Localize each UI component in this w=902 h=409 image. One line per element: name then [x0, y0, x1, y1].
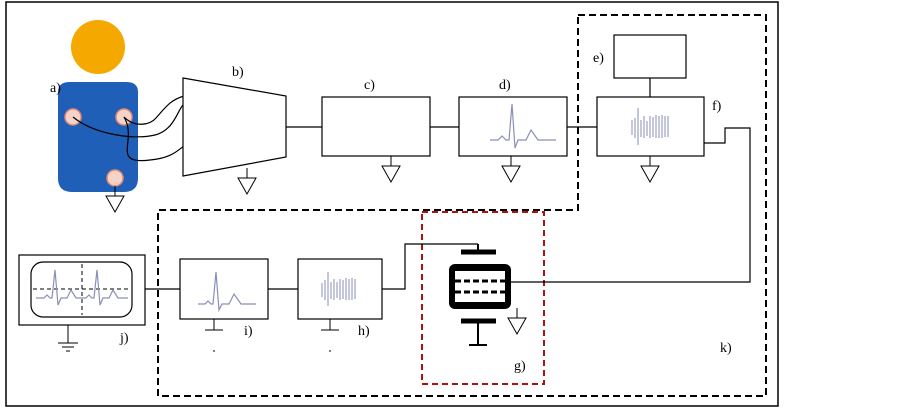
oscilloscope-icon: [18, 254, 146, 326]
ground-icon: [237, 167, 257, 195]
outer-frame: [5, 1, 779, 407]
ecg-waveform-icon: [198, 271, 256, 313]
ground-icon: [321, 319, 339, 352]
amplifier-icon: [182, 77, 287, 177]
filter-block: [321, 96, 431, 157]
label-g: g): [514, 359, 526, 374]
ground-icon: [205, 319, 223, 352]
ecg-waveform-icon: [36, 269, 128, 306]
modulated-signal-icon: [631, 108, 669, 145]
lead-wire: [72, 103, 185, 138]
capacitor-plate-icon: [449, 244, 511, 346]
transmission-wire: [544, 127, 751, 283]
ground-icon: [381, 155, 401, 183]
label-f: f): [712, 99, 722, 114]
oscillator-block: [613, 34, 687, 79]
ecg-waveform-icon: [490, 103, 556, 149]
electrode-icon: [106, 169, 124, 187]
ground-icon: [501, 155, 521, 183]
connector-wire: [382, 243, 478, 290]
torso-shape: [58, 82, 138, 192]
person-icon: [58, 20, 185, 192]
label-h: h): [358, 324, 370, 339]
lead-wire: [123, 116, 185, 162]
dashed-system-group: [157, 14, 767, 397]
label-j: j): [119, 331, 129, 346]
head-shape: [71, 20, 125, 74]
label-a: a): [50, 81, 61, 96]
label-d: d): [499, 78, 511, 93]
capacitive-coupling-box: [421, 211, 545, 385]
ground-icon: [507, 307, 527, 335]
ground-icon: [640, 155, 660, 183]
label-i: i): [244, 324, 253, 339]
output-filter-block: [179, 258, 269, 320]
label-e: e): [593, 51, 604, 66]
label-k: k): [720, 341, 732, 356]
lead-wire: [123, 95, 185, 125]
label-c: c): [364, 78, 375, 93]
ground-icon: [58, 325, 78, 352]
label-b: b): [232, 65, 244, 80]
modulated-signal-icon: [321, 272, 356, 306]
